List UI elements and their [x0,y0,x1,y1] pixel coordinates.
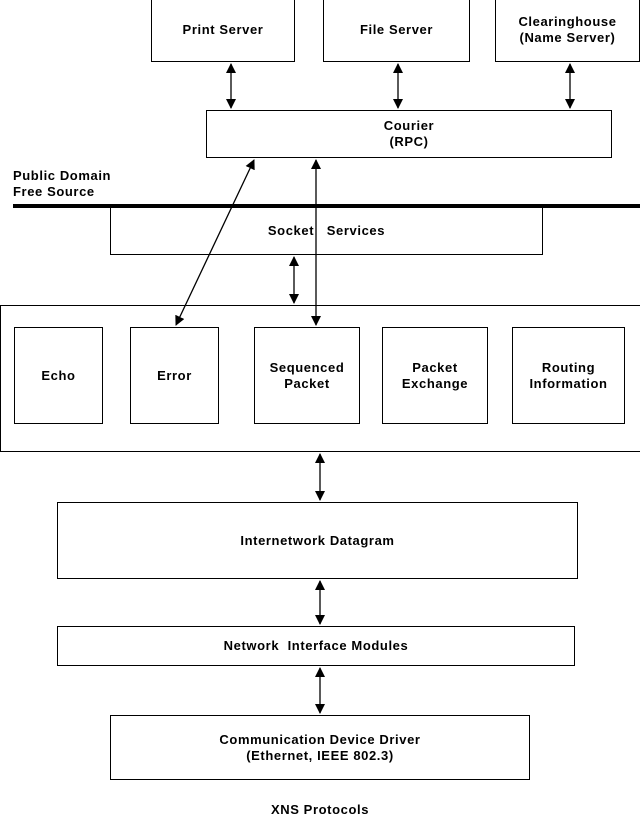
courier-box: Courier (RPC) [206,110,612,158]
error-label: Error [157,367,192,383]
courier-label-line1: Courier [383,118,435,133]
file-server-box: File Server [323,0,470,62]
diagram-caption: XNS Protocols [270,802,370,817]
error-box: Error [130,327,219,424]
sequenced-packet-label-line1: Sequenced [269,359,345,375]
clearinghouse-label-line2: (Name Server) [519,30,616,45]
network-interface-modules-box: Network Interface Modules [57,626,575,666]
sequenced-packet-box: Sequenced Packet [254,327,360,424]
print-server-box: Print Server [151,0,295,62]
clearinghouse-box: Clearinghouse (Name Server) [495,0,640,62]
echo-label: Echo [41,367,76,383]
network-interface-modules-label: Network Interface Modules [223,638,409,653]
sequenced-packet-label-line2: Packet [284,375,330,391]
driver-label-line1: Communication Device Driver [219,731,421,747]
boundary-label-line2: Free Source [13,184,95,199]
packet-exchange-box: Packet Exchange [382,327,488,424]
socket-services-box: Socket Services [110,207,543,255]
driver-label-line2: (Ethernet, IEEE 802.3) [246,747,394,763]
routing-information-label-line2: Information [529,375,608,391]
echo-box: Echo [14,327,103,424]
communication-device-driver-box: Communication Device Driver (Ethernet, I… [110,715,530,780]
routing-information-label-line1: Routing [541,359,596,375]
clearinghouse-label-line1: Clearinghouse [518,14,617,29]
internetwork-datagram-box: Internetwork Datagram [57,502,578,579]
socket-services-label: Socket Services [267,223,386,238]
courier-label-line2: (RPC) [389,134,429,149]
packet-exchange-label-line2: Exchange [401,375,469,391]
internetwork-datagram-label: Internetwork Datagram [240,532,395,548]
routing-information-box: Routing Information [512,327,625,424]
boundary-label: Public Domain Free Source [13,168,111,200]
print-server-label: Print Server [182,22,264,37]
packet-exchange-label-line1: Packet [412,359,458,375]
boundary-label-line1: Public Domain [13,168,112,183]
file-server-label: File Server [359,22,434,37]
